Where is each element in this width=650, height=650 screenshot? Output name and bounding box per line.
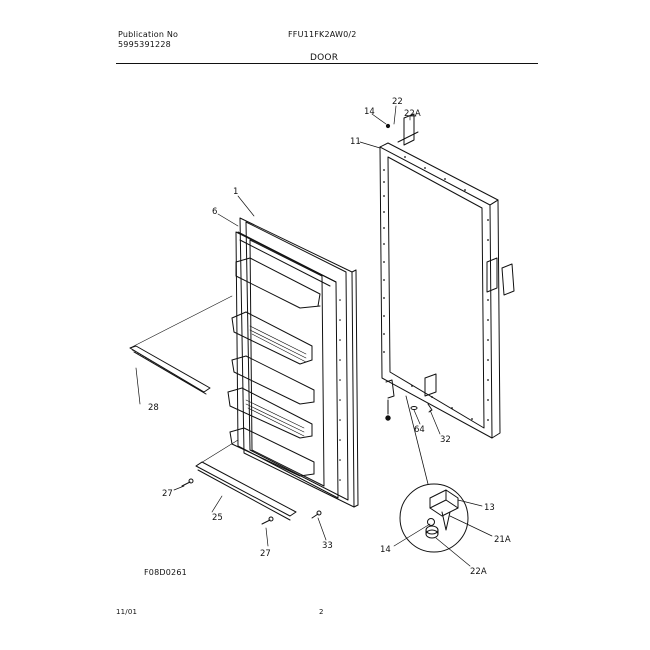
callout-32: 32 <box>440 435 451 445</box>
callout-14-top: 14 <box>364 107 375 117</box>
door-shelves <box>227 231 337 477</box>
publication-number: 5995391228 <box>118 40 171 49</box>
callout-22a-detail: 22A <box>470 567 487 577</box>
bottom-bar <box>195 439 297 521</box>
callout-27-lower: 27 <box>260 549 271 559</box>
footer-page-number: 2 <box>319 608 324 616</box>
header-rule <box>116 63 538 64</box>
callout-11: 11 <box>350 137 361 147</box>
callout-27-upper: 27 <box>162 489 173 499</box>
fasteners <box>181 123 433 525</box>
callout-13: 13 <box>484 503 495 513</box>
callout-6: 6 <box>212 207 217 217</box>
callout-22a-top: 22A <box>404 109 421 119</box>
callout-28: 28 <box>148 403 159 413</box>
publication-label: Publication No <box>118 30 179 39</box>
callout-25: 25 <box>212 513 223 523</box>
figure-code: F08D0261 <box>144 568 187 577</box>
model-number: FFU11FK2AW0/2 <box>288 30 357 39</box>
callout-1: 1 <box>233 187 238 197</box>
callout-33: 33 <box>322 541 333 551</box>
door-outer-panel <box>379 113 515 439</box>
callout-14-detail: 14 <box>380 545 391 555</box>
callout-21a: 21A <box>494 535 511 545</box>
hinge-detail-circle <box>399 395 469 553</box>
callout-64: 64 <box>414 425 425 435</box>
shelf-bar <box>129 295 233 395</box>
callout-22: 22 <box>392 97 403 107</box>
leader-lines <box>135 105 493 567</box>
footer-date: 11/01 <box>116 608 138 616</box>
section-title: DOOR <box>310 53 339 63</box>
callouts: 1 6 11 14 22 22A 28 27 25 27 33 64 32 13… <box>148 97 511 577</box>
